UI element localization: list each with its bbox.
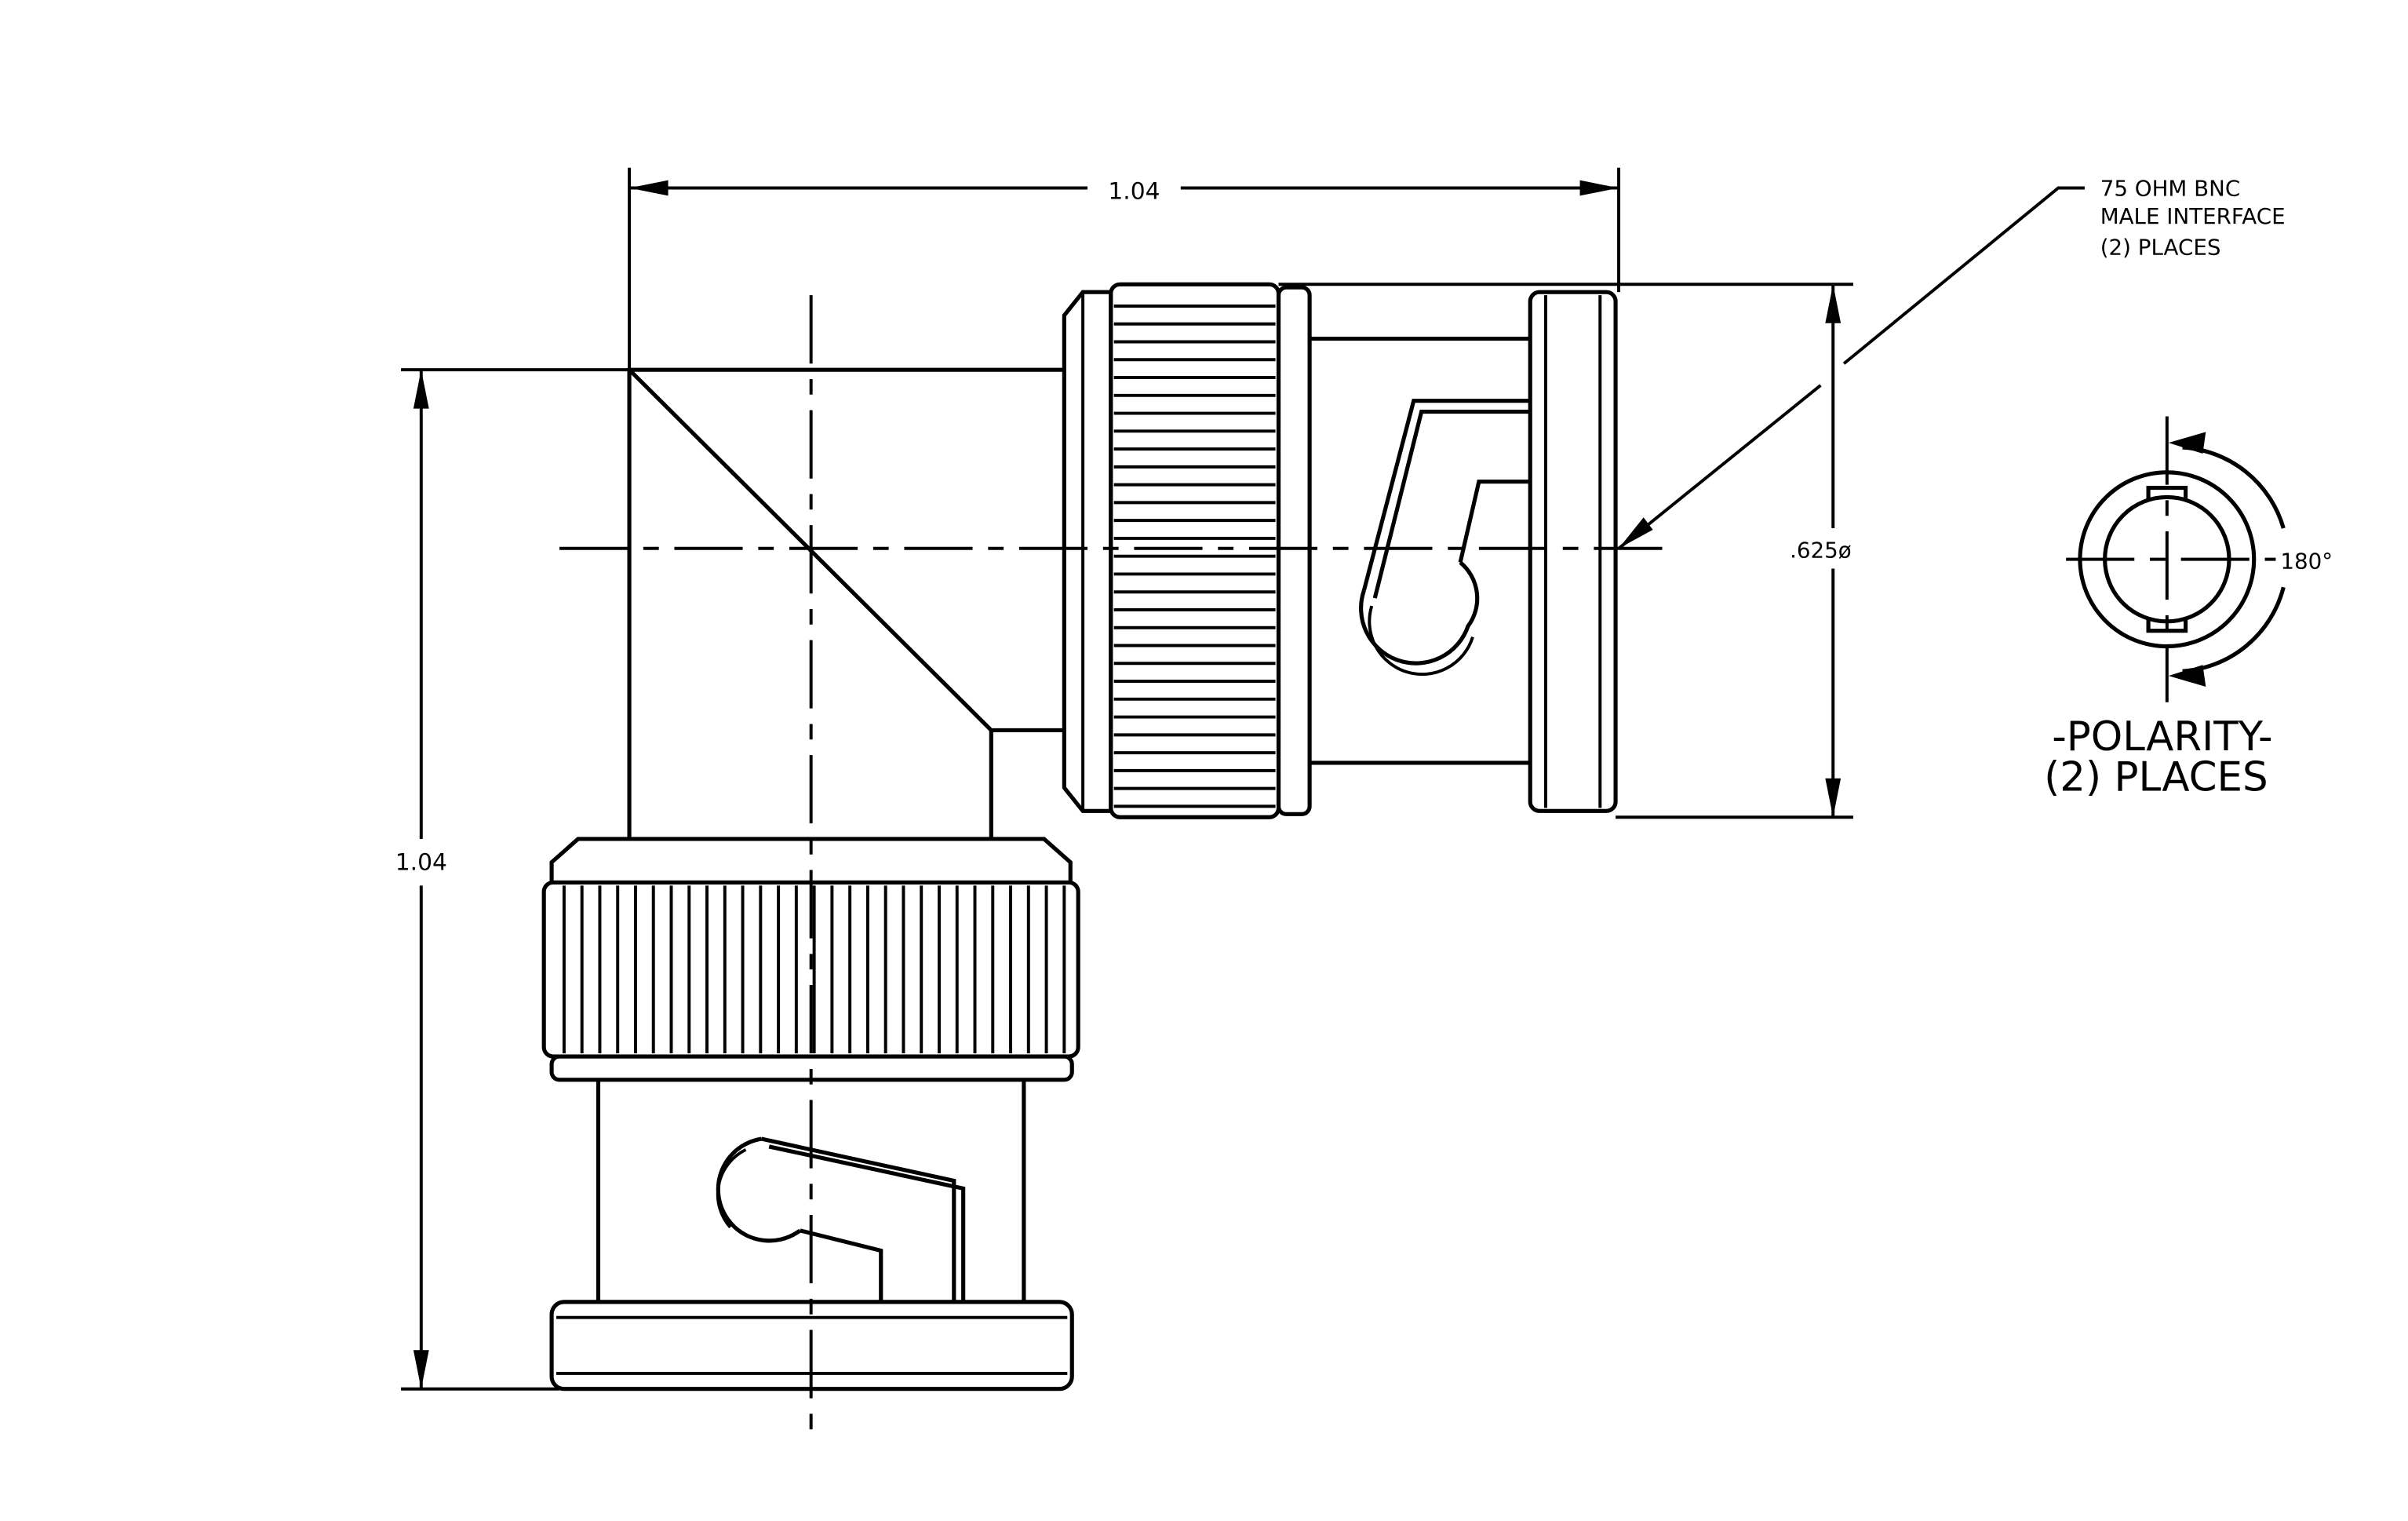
polarity-title: -POLARITY- (2052, 713, 2272, 760)
polarity-view: 180° -POLARITY- (2) PLACES (2044, 416, 2333, 801)
dimension-diameter: .625ø (1278, 283, 1853, 819)
callout-line-3: (2) PLACES (2100, 235, 2221, 261)
polarity-angle-label: 180° (2280, 549, 2333, 574)
polarity-subtitle: (2) PLACES (2044, 754, 2268, 801)
vertical-knurl (562, 885, 1066, 1054)
dimension-top-width: 1.04 (628, 167, 1621, 370)
callout-line-1: 75 OHM BNC (2100, 175, 2240, 201)
interface-callout: 75 OHM BNC MALE INTERFACE (2) PLACES (1617, 175, 2286, 550)
dimension-left-height: 1.04 (395, 368, 630, 1391)
horizontal-connector (1062, 282, 1618, 819)
callout-line-2: MALE INTERFACE (2100, 203, 2286, 229)
horizontal-knurl (1113, 304, 1276, 808)
elbow-body (627, 367, 1065, 839)
centerlines (559, 295, 1670, 1443)
dimension-diameter-label: .625ø (1790, 538, 1852, 564)
dimension-left-label: 1.04 (395, 849, 447, 877)
vertical-connector (541, 837, 1080, 1392)
dimension-top-label: 1.04 (1108, 177, 1160, 205)
